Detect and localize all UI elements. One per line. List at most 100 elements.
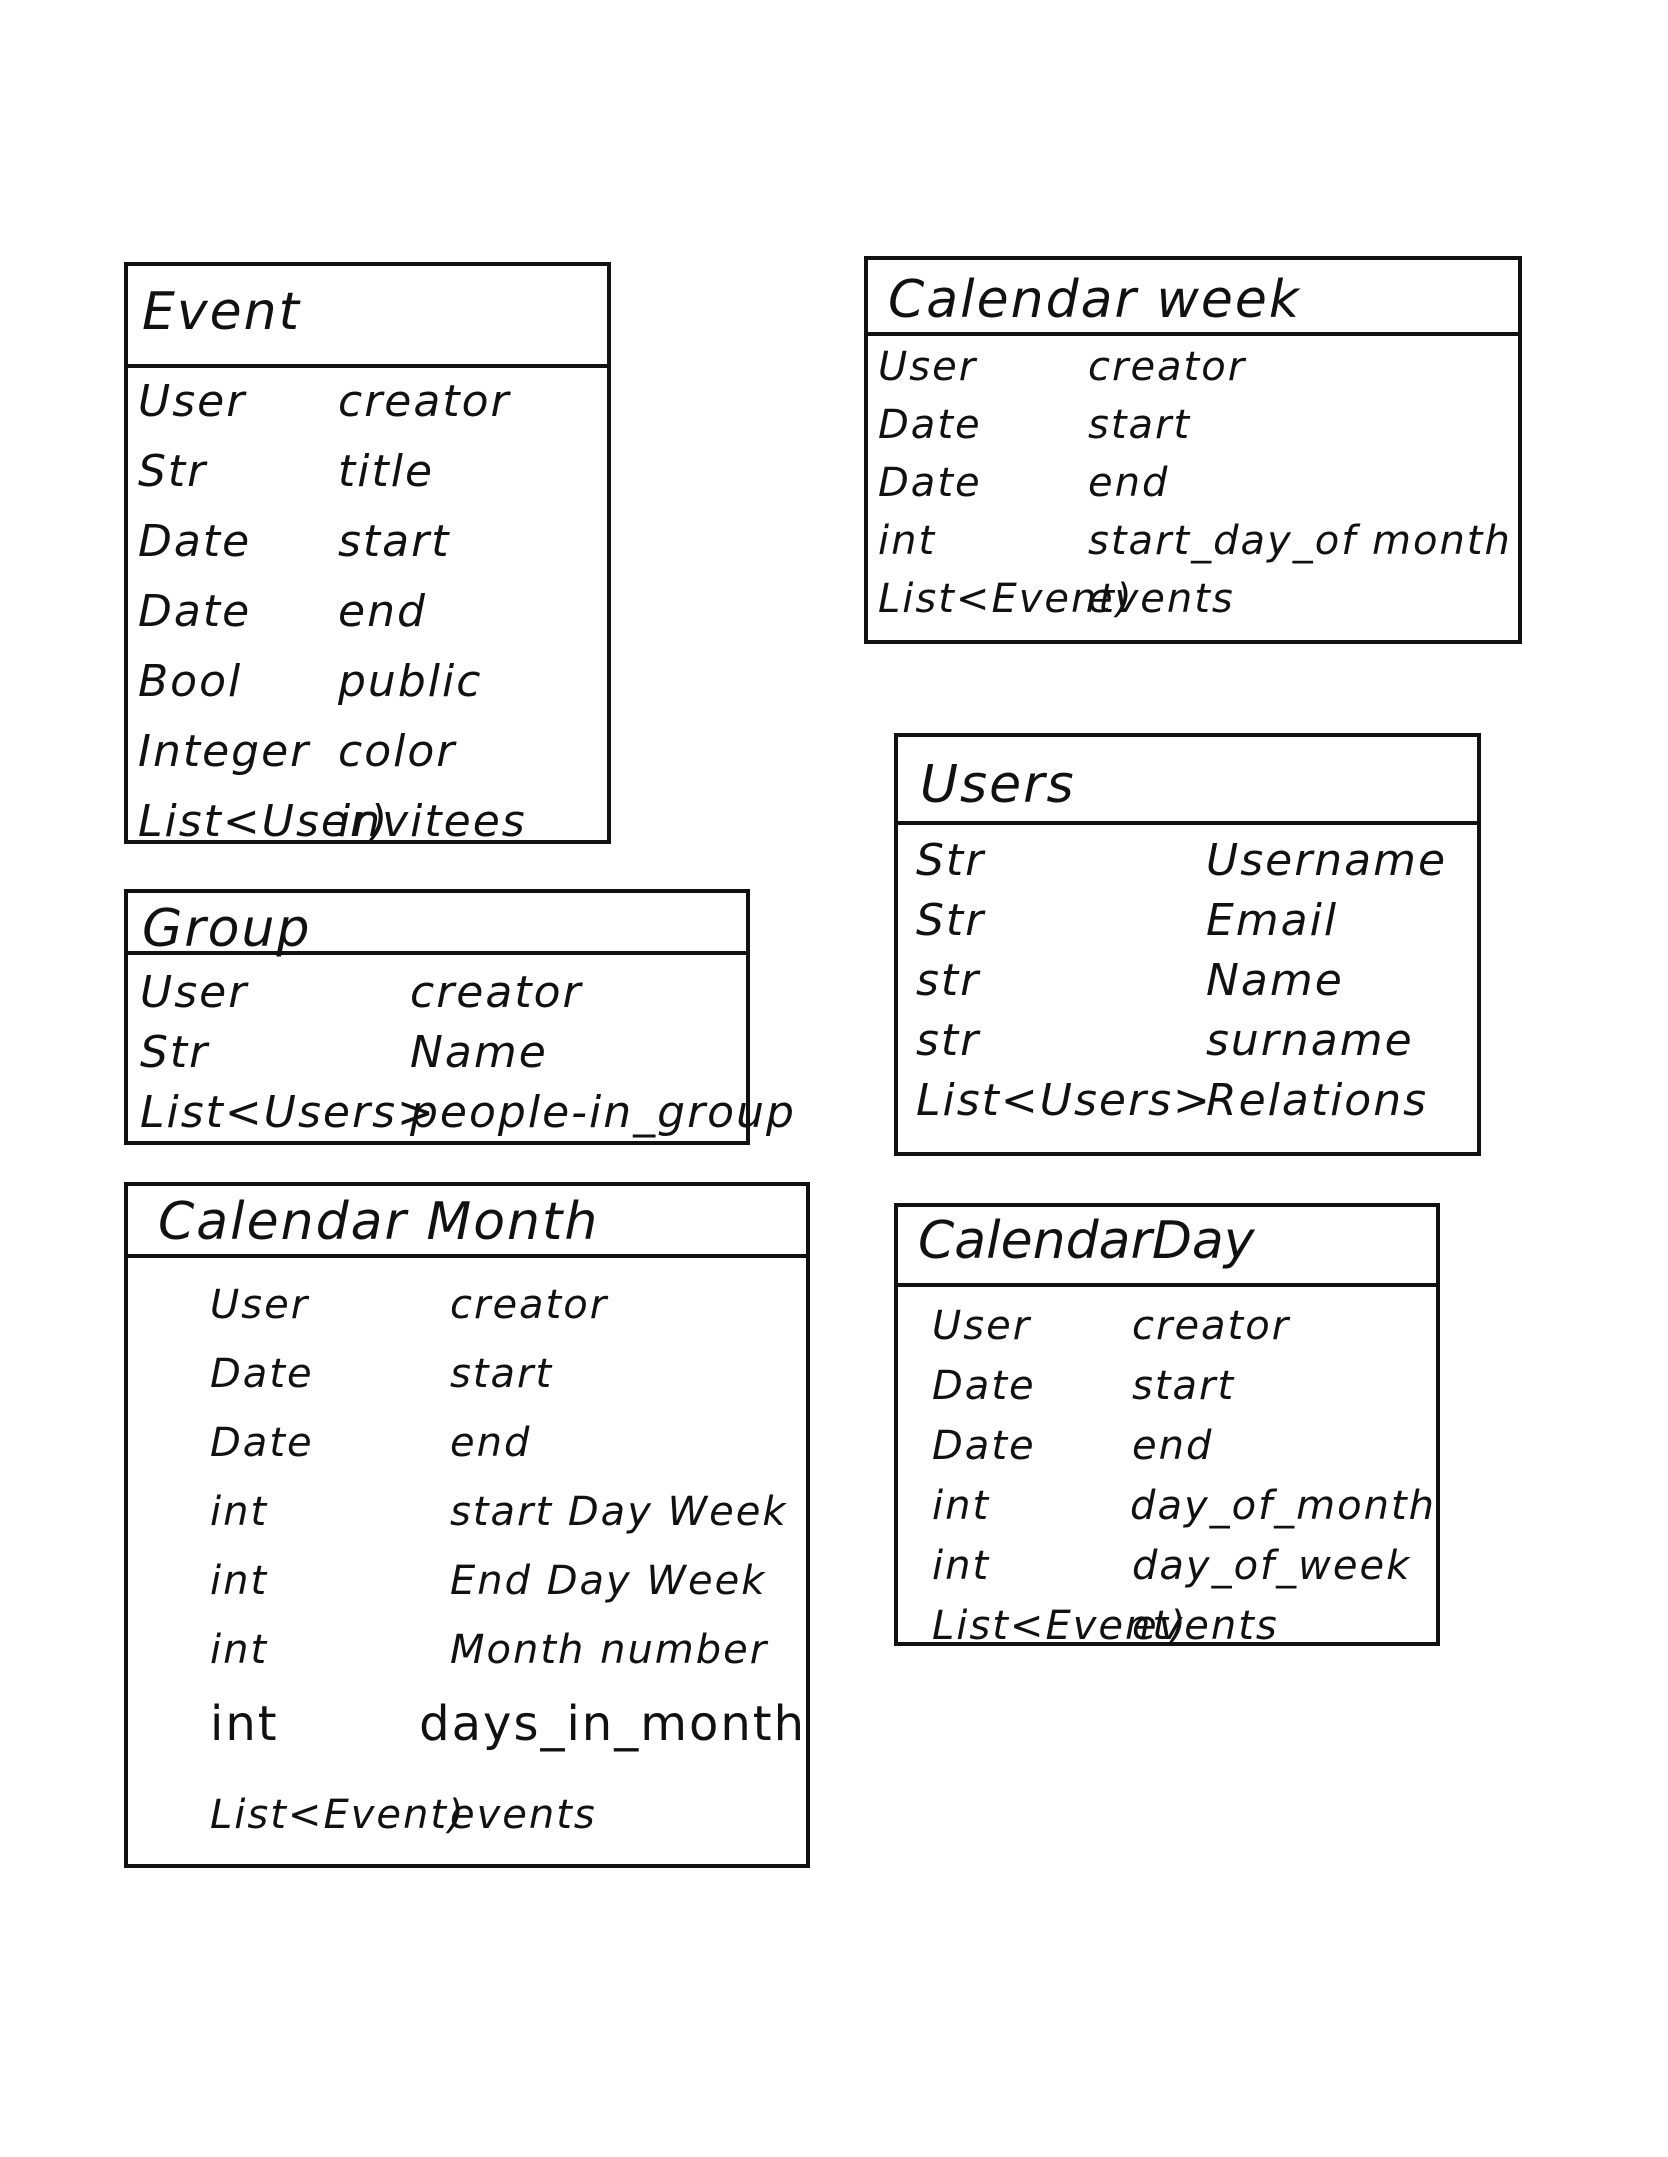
field-row: User creator: [210, 1282, 806, 1351]
field-type: Date: [878, 460, 982, 506]
field-row: Date end: [932, 1423, 1436, 1483]
field-list-calendar-month: User creator Date start Date end int sta…: [128, 1258, 806, 1861]
field-type: Str: [138, 446, 208, 497]
field-row: str surname: [916, 1015, 1477, 1075]
field-name: events: [450, 1792, 597, 1838]
class-title-calendar-week: Calendar week: [868, 260, 1518, 336]
field-name: end: [1132, 1423, 1214, 1469]
field-row: Date end: [138, 586, 607, 656]
field-type: Str: [140, 1027, 210, 1078]
class-box-calendar-month: Calendar Month User creator Date start D…: [124, 1182, 810, 1868]
field-name: start Day Week: [450, 1489, 788, 1535]
field-name: end: [338, 586, 427, 637]
field-row: int End Day Week: [210, 1558, 806, 1627]
field-type: User: [138, 376, 247, 427]
field-row: Str Name: [140, 1027, 746, 1087]
field-type: int: [932, 1543, 991, 1589]
field-row: int start Day Week: [210, 1489, 806, 1558]
field-name: Email: [1206, 895, 1339, 946]
field-name: Month number: [450, 1627, 769, 1673]
field-row: User creator: [140, 967, 746, 1027]
field-type: int: [210, 1627, 269, 1673]
class-title-group: Group: [128, 893, 746, 955]
field-row: int days_in_month: [210, 1696, 806, 1792]
field-name: Username: [1206, 835, 1448, 886]
field-type: Bool: [138, 656, 243, 707]
class-title-users: Users: [898, 737, 1477, 825]
field-name: creator: [1088, 344, 1247, 390]
field-name: title: [338, 446, 435, 497]
field-type: Date: [138, 586, 252, 637]
field-name: events: [1088, 576, 1235, 622]
field-name: color: [338, 726, 457, 777]
field-row: Str Username: [916, 835, 1477, 895]
field-row: Date start: [932, 1363, 1436, 1423]
field-name: creator: [410, 967, 583, 1018]
field-name: end: [1088, 460, 1170, 506]
field-type: List<User): [138, 796, 390, 847]
field-name: day_of_week: [1132, 1543, 1412, 1589]
field-row: Date start: [210, 1351, 806, 1420]
field-row: Str Email: [916, 895, 1477, 955]
field-type: int: [210, 1489, 269, 1535]
field-type: Date: [878, 402, 982, 448]
class-box-calendar-day: CalendarDay User creator Date start Date…: [894, 1203, 1440, 1649]
field-row: List<User) invitees: [138, 796, 607, 866]
field-type: str: [916, 1015, 981, 1066]
field-name: Name: [410, 1027, 548, 1078]
field-type: User: [932, 1303, 1032, 1349]
field-type: List<Event): [932, 1603, 1188, 1649]
class-box-users: Users Str Username Str Email str Name st…: [894, 733, 1481, 1156]
field-type: Date: [210, 1420, 314, 1466]
field-list-event: User creator Str title Date start Date e…: [128, 368, 607, 866]
field-type: Date: [932, 1363, 1036, 1409]
field-row: List<Users> Relations: [916, 1075, 1477, 1135]
field-name: days_in_month: [419, 1696, 806, 1752]
field-name: creator: [1132, 1303, 1291, 1349]
field-row: Date end: [878, 460, 1518, 518]
class-title-event: Event: [128, 266, 607, 368]
class-box-event: Event User creator Str title Date start …: [124, 262, 611, 847]
field-name: start: [450, 1351, 554, 1397]
field-row: int day_of_month: [932, 1483, 1436, 1543]
field-name: End Day Week: [450, 1558, 767, 1604]
field-name: start_day_of month: [1088, 518, 1512, 564]
field-list-calendar-week: User creator Date start Date end int sta…: [868, 336, 1518, 634]
field-name: start: [1088, 402, 1192, 448]
field-name: end: [450, 1420, 532, 1466]
field-row: int start_day_of month: [878, 518, 1518, 576]
field-name: invitees: [338, 796, 527, 847]
field-type: int: [878, 518, 937, 564]
field-row: Date end: [210, 1420, 806, 1489]
field-name: start: [1132, 1363, 1236, 1409]
field-type: int: [210, 1696, 279, 1752]
field-row: List<Event) events: [932, 1603, 1436, 1663]
field-row: List<Event) events: [210, 1792, 806, 1861]
field-row: List<Users> people-in_group: [140, 1087, 794, 1147]
field-row: int Month number: [210, 1627, 806, 1696]
field-type: List<Users>: [140, 1087, 436, 1138]
field-name: events: [1132, 1603, 1279, 1649]
field-type: Str: [916, 895, 986, 946]
field-row: Bool public: [138, 656, 607, 726]
class-title-calendar-month: Calendar Month: [128, 1186, 806, 1258]
field-row: Date start: [138, 516, 607, 586]
field-list-users: Str Username Str Email str Name str surn…: [898, 825, 1477, 1135]
field-name: creator: [450, 1282, 609, 1328]
field-type: Integer: [138, 726, 311, 777]
field-row: Integer color: [138, 726, 607, 796]
class-title-calendar-day: CalendarDay: [898, 1207, 1436, 1287]
field-name: day_of_month: [1130, 1483, 1436, 1529]
field-name: start: [338, 516, 451, 567]
field-name: Name: [1206, 955, 1344, 1006]
field-type: User: [878, 344, 978, 390]
field-type: Str: [916, 835, 986, 886]
field-type: List<Event): [210, 1792, 466, 1838]
field-list-calendar-day: User creator Date start Date end int day…: [898, 1287, 1436, 1663]
field-name: people-in_group: [410, 1087, 796, 1138]
field-type: int: [210, 1558, 269, 1604]
field-row: str Name: [916, 955, 1477, 1015]
field-row: User creator: [932, 1303, 1436, 1363]
field-name: creator: [338, 376, 511, 427]
class-box-group: Group User creator Str Name List<Users> …: [124, 889, 794, 1147]
